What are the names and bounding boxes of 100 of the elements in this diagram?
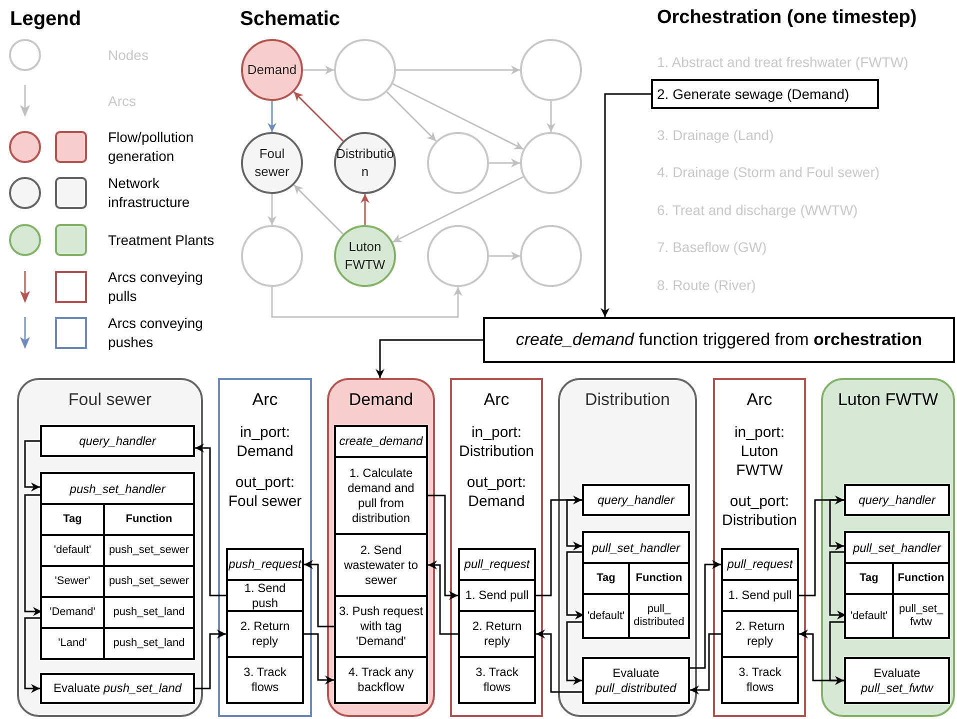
function-text: 1. Send push (243, 580, 287, 610)
table-text: 'Sewer' (54, 575, 90, 588)
table-row (584, 593, 688, 637)
node-panel (821, 378, 955, 717)
handler-name: pull_set_handler (592, 540, 680, 556)
function-box (844, 657, 950, 704)
legend-text: Network infrastructure (108, 174, 191, 212)
arrow (690, 633, 721, 694)
arrow (293, 91, 344, 142)
table-text: pull_ distributed (632, 603, 686, 629)
table-text: push_set_land (113, 637, 185, 650)
column-header: Tag (596, 572, 616, 585)
function-box (226, 579, 304, 612)
arrow (536, 496, 582, 596)
function-box (844, 484, 950, 516)
function-text: 1. Send pull (728, 588, 792, 603)
handler-table (582, 531, 690, 639)
arrow (428, 560, 458, 635)
arrow (566, 551, 584, 620)
function-box (582, 657, 690, 704)
table-text: pull_set_ fwtw (898, 603, 944, 629)
function-text: 3. Track flows (242, 665, 288, 695)
column-header: Function (636, 572, 682, 585)
arrow (799, 496, 844, 596)
function-text: 3. Push request with tag 'Demand' (338, 604, 424, 649)
table-text: push_set_land (113, 606, 185, 619)
arrow (304, 560, 334, 628)
function-box (721, 579, 799, 612)
arrow (392, 83, 524, 150)
table-row (846, 593, 948, 637)
column-header: Tag (860, 572, 878, 585)
function-text: 4. Track any backflow (347, 665, 415, 695)
function-box (334, 533, 428, 597)
arrow (566, 621, 584, 685)
function-box (721, 656, 799, 704)
function-box (226, 610, 304, 658)
arrow (386, 91, 437, 142)
port-text: out_port: Foul sewer (227, 473, 303, 511)
arrow (392, 176, 524, 243)
column-header: Function (126, 513, 172, 526)
column-header: Function (898, 572, 944, 585)
function-box (721, 548, 799, 581)
function-box (40, 425, 195, 457)
step-box (651, 79, 879, 109)
step-text: 2. Generate sewage (Demand) (657, 84, 850, 104)
function-box (458, 656, 536, 704)
function-box (458, 579, 536, 612)
trigger-box (483, 317, 955, 363)
table-text: push_set_sewer (108, 544, 190, 557)
legend-text: Flow/pollution generation (108, 128, 195, 166)
function-name: query_handler (79, 434, 156, 448)
panel-title: Arc (252, 389, 278, 411)
function-text: Evaluate pull_distributed (594, 666, 678, 696)
function-text: Evaluate pull_set_fwtw (860, 666, 934, 696)
panel-title: Arc (484, 389, 510, 411)
node-label: Luton FWTW (344, 238, 386, 274)
table-row (846, 562, 948, 593)
arrow (268, 101, 276, 132)
arrow (195, 444, 226, 596)
port-text: out_port: Distribution (720, 492, 798, 530)
arrow (293, 184, 344, 235)
arrow (566, 499, 582, 550)
panel-title: Demand (348, 389, 414, 411)
table-text: 'Demand' (50, 606, 96, 619)
handler-table (40, 472, 195, 660)
function-box (226, 656, 304, 704)
arrow (799, 630, 844, 682)
function-text: 3. Track flows (474, 665, 520, 695)
section-heading: Schematic (240, 8, 340, 30)
table-text: 'Land' (58, 637, 87, 650)
handler-name: push_set_handler (70, 480, 166, 498)
panel-title: Distribution (584, 389, 670, 411)
node-label: Distribution (336, 145, 394, 181)
function-text: 2. Return reply (239, 619, 291, 649)
arrow (24, 494, 42, 616)
column-header: Tag (63, 513, 82, 526)
arrow (536, 630, 582, 693)
arrow (600, 93, 651, 317)
table-text: 'default' (850, 610, 888, 622)
port-text: in_port: Distribution (458, 423, 536, 461)
table-text: 'default' (54, 544, 92, 557)
function-name: pull_request (727, 557, 793, 572)
panel-title: Arc (746, 389, 772, 411)
legend-text: Arcs conveying pulls (108, 268, 204, 306)
function-name: create_demand (339, 434, 423, 449)
node-label: Foul sewer (254, 145, 290, 181)
table-row (42, 596, 193, 627)
table-row (42, 534, 193, 565)
arrow (489, 252, 520, 260)
function-name: push_request (228, 557, 302, 572)
arc-panel (218, 378, 312, 717)
function-box (40, 673, 195, 704)
legend-text: Arcs conveying pushes (108, 314, 204, 352)
section-heading: Legend (10, 8, 82, 30)
arrow (829, 551, 846, 620)
function-text: 1. Send pull (465, 588, 529, 603)
arrow (396, 66, 520, 74)
function-box (458, 610, 536, 658)
arrow (376, 339, 483, 378)
arrow (546, 101, 556, 132)
